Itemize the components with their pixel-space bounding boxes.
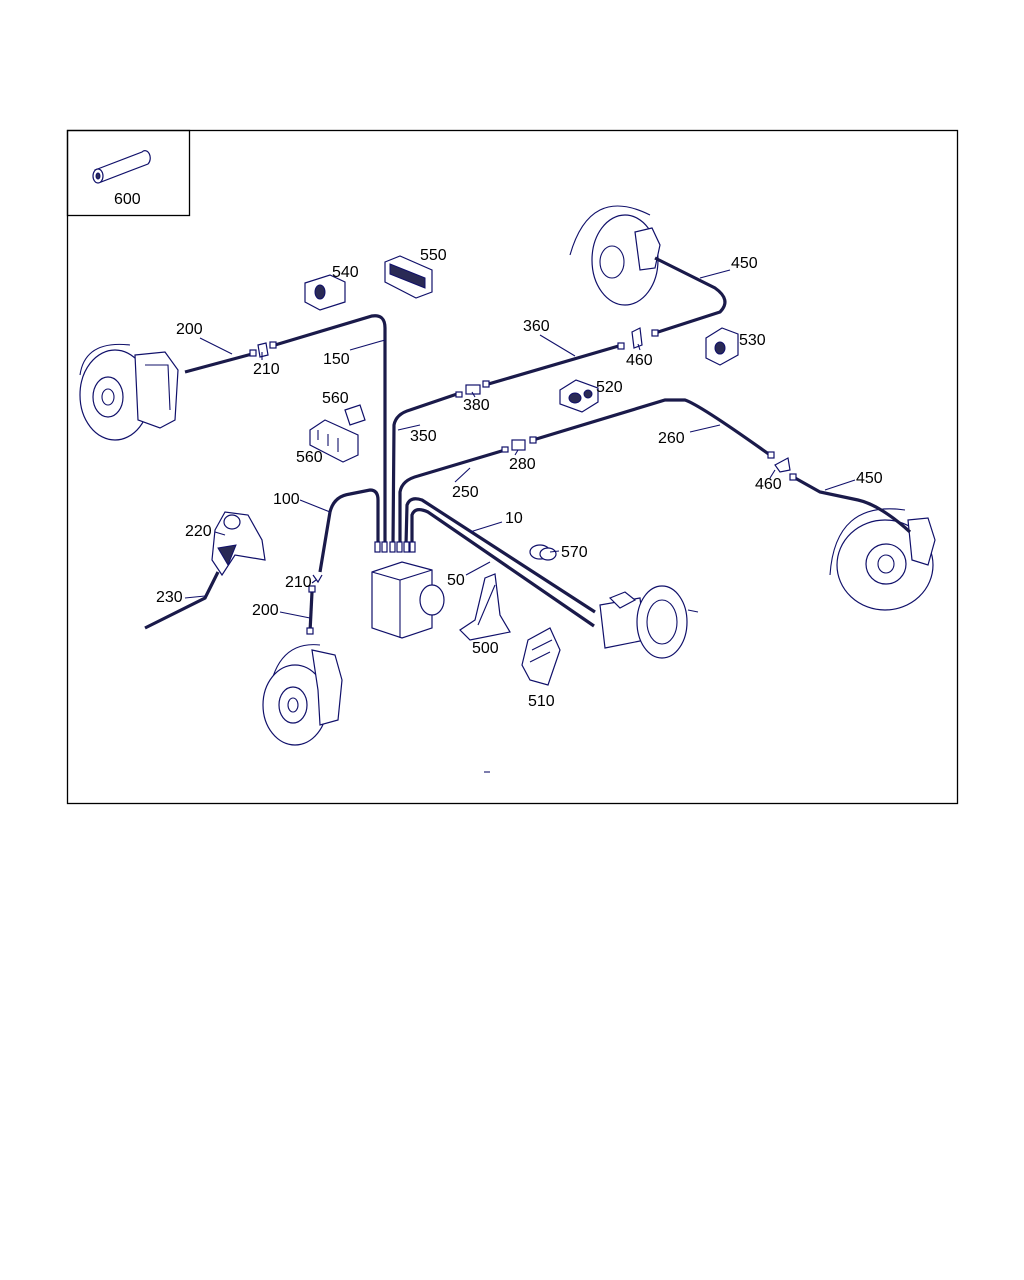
label-560-lower: 560 bbox=[296, 449, 323, 466]
clip-540 bbox=[304, 274, 346, 311]
label-250: 250 bbox=[452, 484, 479, 501]
clip-550 bbox=[384, 255, 433, 299]
bracket-510 bbox=[521, 627, 561, 686]
clip-560 bbox=[309, 404, 366, 463]
label-360: 360 bbox=[523, 318, 550, 335]
label-570: 570 bbox=[561, 544, 588, 561]
sleeve-part-600 bbox=[92, 150, 151, 184]
label-210-upper: 210 bbox=[253, 361, 280, 378]
brake-booster-master-cylinder bbox=[599, 585, 699, 659]
part-labels: 600 540 550 200 210 150 560 560 350 380 … bbox=[114, 191, 883, 710]
leader-lines bbox=[184, 269, 856, 773]
label-380: 380 bbox=[463, 397, 490, 414]
label-510: 510 bbox=[528, 693, 555, 710]
label-350: 350 bbox=[410, 428, 437, 445]
label-550: 550 bbox=[420, 247, 447, 264]
label-600: 600 bbox=[114, 191, 141, 208]
label-530: 530 bbox=[739, 332, 766, 349]
label-500: 500 bbox=[472, 640, 499, 657]
brake-pipes bbox=[144, 256, 912, 633]
fittings bbox=[249, 327, 797, 635]
label-450-lower: 450 bbox=[856, 470, 883, 487]
clip-570 bbox=[529, 544, 557, 561]
bracket-500 bbox=[459, 573, 511, 641]
label-520: 520 bbox=[596, 379, 623, 396]
label-230: 230 bbox=[156, 589, 183, 606]
label-540: 540 bbox=[332, 264, 359, 281]
label-460-lower: 460 bbox=[755, 476, 782, 493]
front-right-brake-disc bbox=[262, 644, 343, 746]
label-460-upper: 460 bbox=[626, 352, 653, 369]
front-left-brake-disc bbox=[79, 343, 179, 441]
label-560-upper: 560 bbox=[322, 390, 349, 407]
rear-left-brake-disc bbox=[569, 205, 661, 306]
label-150: 150 bbox=[323, 351, 350, 368]
label-200-upper: 200 bbox=[176, 321, 203, 338]
label-260: 260 bbox=[658, 430, 685, 447]
clip-520 bbox=[559, 379, 599, 413]
abs-hydraulic-unit bbox=[371, 561, 445, 639]
rear-right-brake-disc bbox=[829, 508, 936, 611]
inset-box bbox=[66, 129, 191, 217]
label-200-lower: 200 bbox=[252, 602, 279, 619]
label-450-upper: 450 bbox=[731, 255, 758, 272]
label-280: 280 bbox=[509, 456, 536, 473]
sensor-220 bbox=[211, 511, 266, 577]
label-10: 10 bbox=[505, 510, 523, 527]
label-50: 50 bbox=[447, 572, 465, 589]
label-100: 100 bbox=[273, 491, 300, 508]
label-210-lower: 210 bbox=[285, 574, 312, 591]
label-220: 220 bbox=[185, 523, 212, 540]
diagram-frame bbox=[66, 129, 959, 805]
clip-530 bbox=[705, 327, 739, 366]
